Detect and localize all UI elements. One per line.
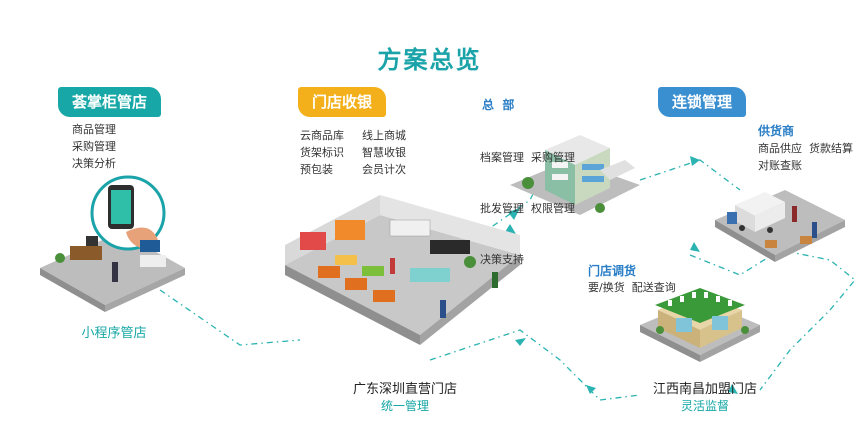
supplier-truck: [715, 190, 845, 262]
supplier-features: 商品供应 货款结算 对账查账: [758, 140, 853, 174]
subcaption-flexible: 灵活监督: [680, 399, 729, 413]
feature-item: 智慧收银: [362, 146, 406, 159]
feature-item: 要/换货 配送查询: [588, 281, 676, 294]
subcaption-unified: 统一管理: [380, 399, 429, 413]
feature-item: 线上商城: [362, 129, 406, 142]
feature-item: 对账查账: [758, 159, 802, 172]
feature-item: 决策支持: [480, 253, 524, 266]
feature-item: 商品管理: [72, 123, 116, 136]
feature-item: 预包装: [300, 163, 333, 176]
feature-item: 决策分析: [72, 157, 116, 170]
franchise-shop: [640, 288, 760, 362]
feature-item: 批发管理 权限管理: [480, 202, 575, 215]
transfer-heading: 门店调货: [588, 264, 637, 278]
mobile-phone-badge: [90, 175, 166, 252]
caption-shenzhen-store: 广东深圳直营门店: [352, 382, 457, 397]
feature-item: 会员计次: [362, 163, 406, 176]
transfer-features: 要/换货 配送查询: [588, 279, 676, 296]
hq-heading: 总 部: [482, 98, 515, 112]
caption-mini-program: 小程序管店: [81, 326, 147, 341]
feature-item: 货架标识: [300, 146, 344, 159]
store-manager-features: 商品管理 采购管理 决策分析: [72, 121, 116, 172]
store-floor: [285, 195, 520, 345]
caption-nanchang-franchise: 江西南昌加盟门店: [652, 382, 757, 397]
page-title: 方案总览: [377, 46, 482, 74]
feature-item: 采购管理: [72, 140, 116, 153]
hq-building: [510, 135, 640, 215]
tag-store-cashier: 门店收银: [298, 87, 387, 117]
tag-store-manager: 荟掌柜管店: [58, 87, 162, 117]
supplier-heading: 供货商: [758, 124, 795, 138]
feature-item: 云商品库: [300, 129, 344, 142]
feature-item: 商品供应 货款结算: [758, 142, 853, 155]
tag-chain-management: 连锁管理: [658, 87, 747, 117]
hq-features: 档案管理 采购管理 批发管理 权限管理 决策支持: [480, 115, 575, 285]
feature-item: 档案管理 采购管理: [480, 151, 575, 164]
cashier-features: 云商品库 货架标识 预包装 线上商城 智慧收银 会员计次: [300, 127, 406, 178]
